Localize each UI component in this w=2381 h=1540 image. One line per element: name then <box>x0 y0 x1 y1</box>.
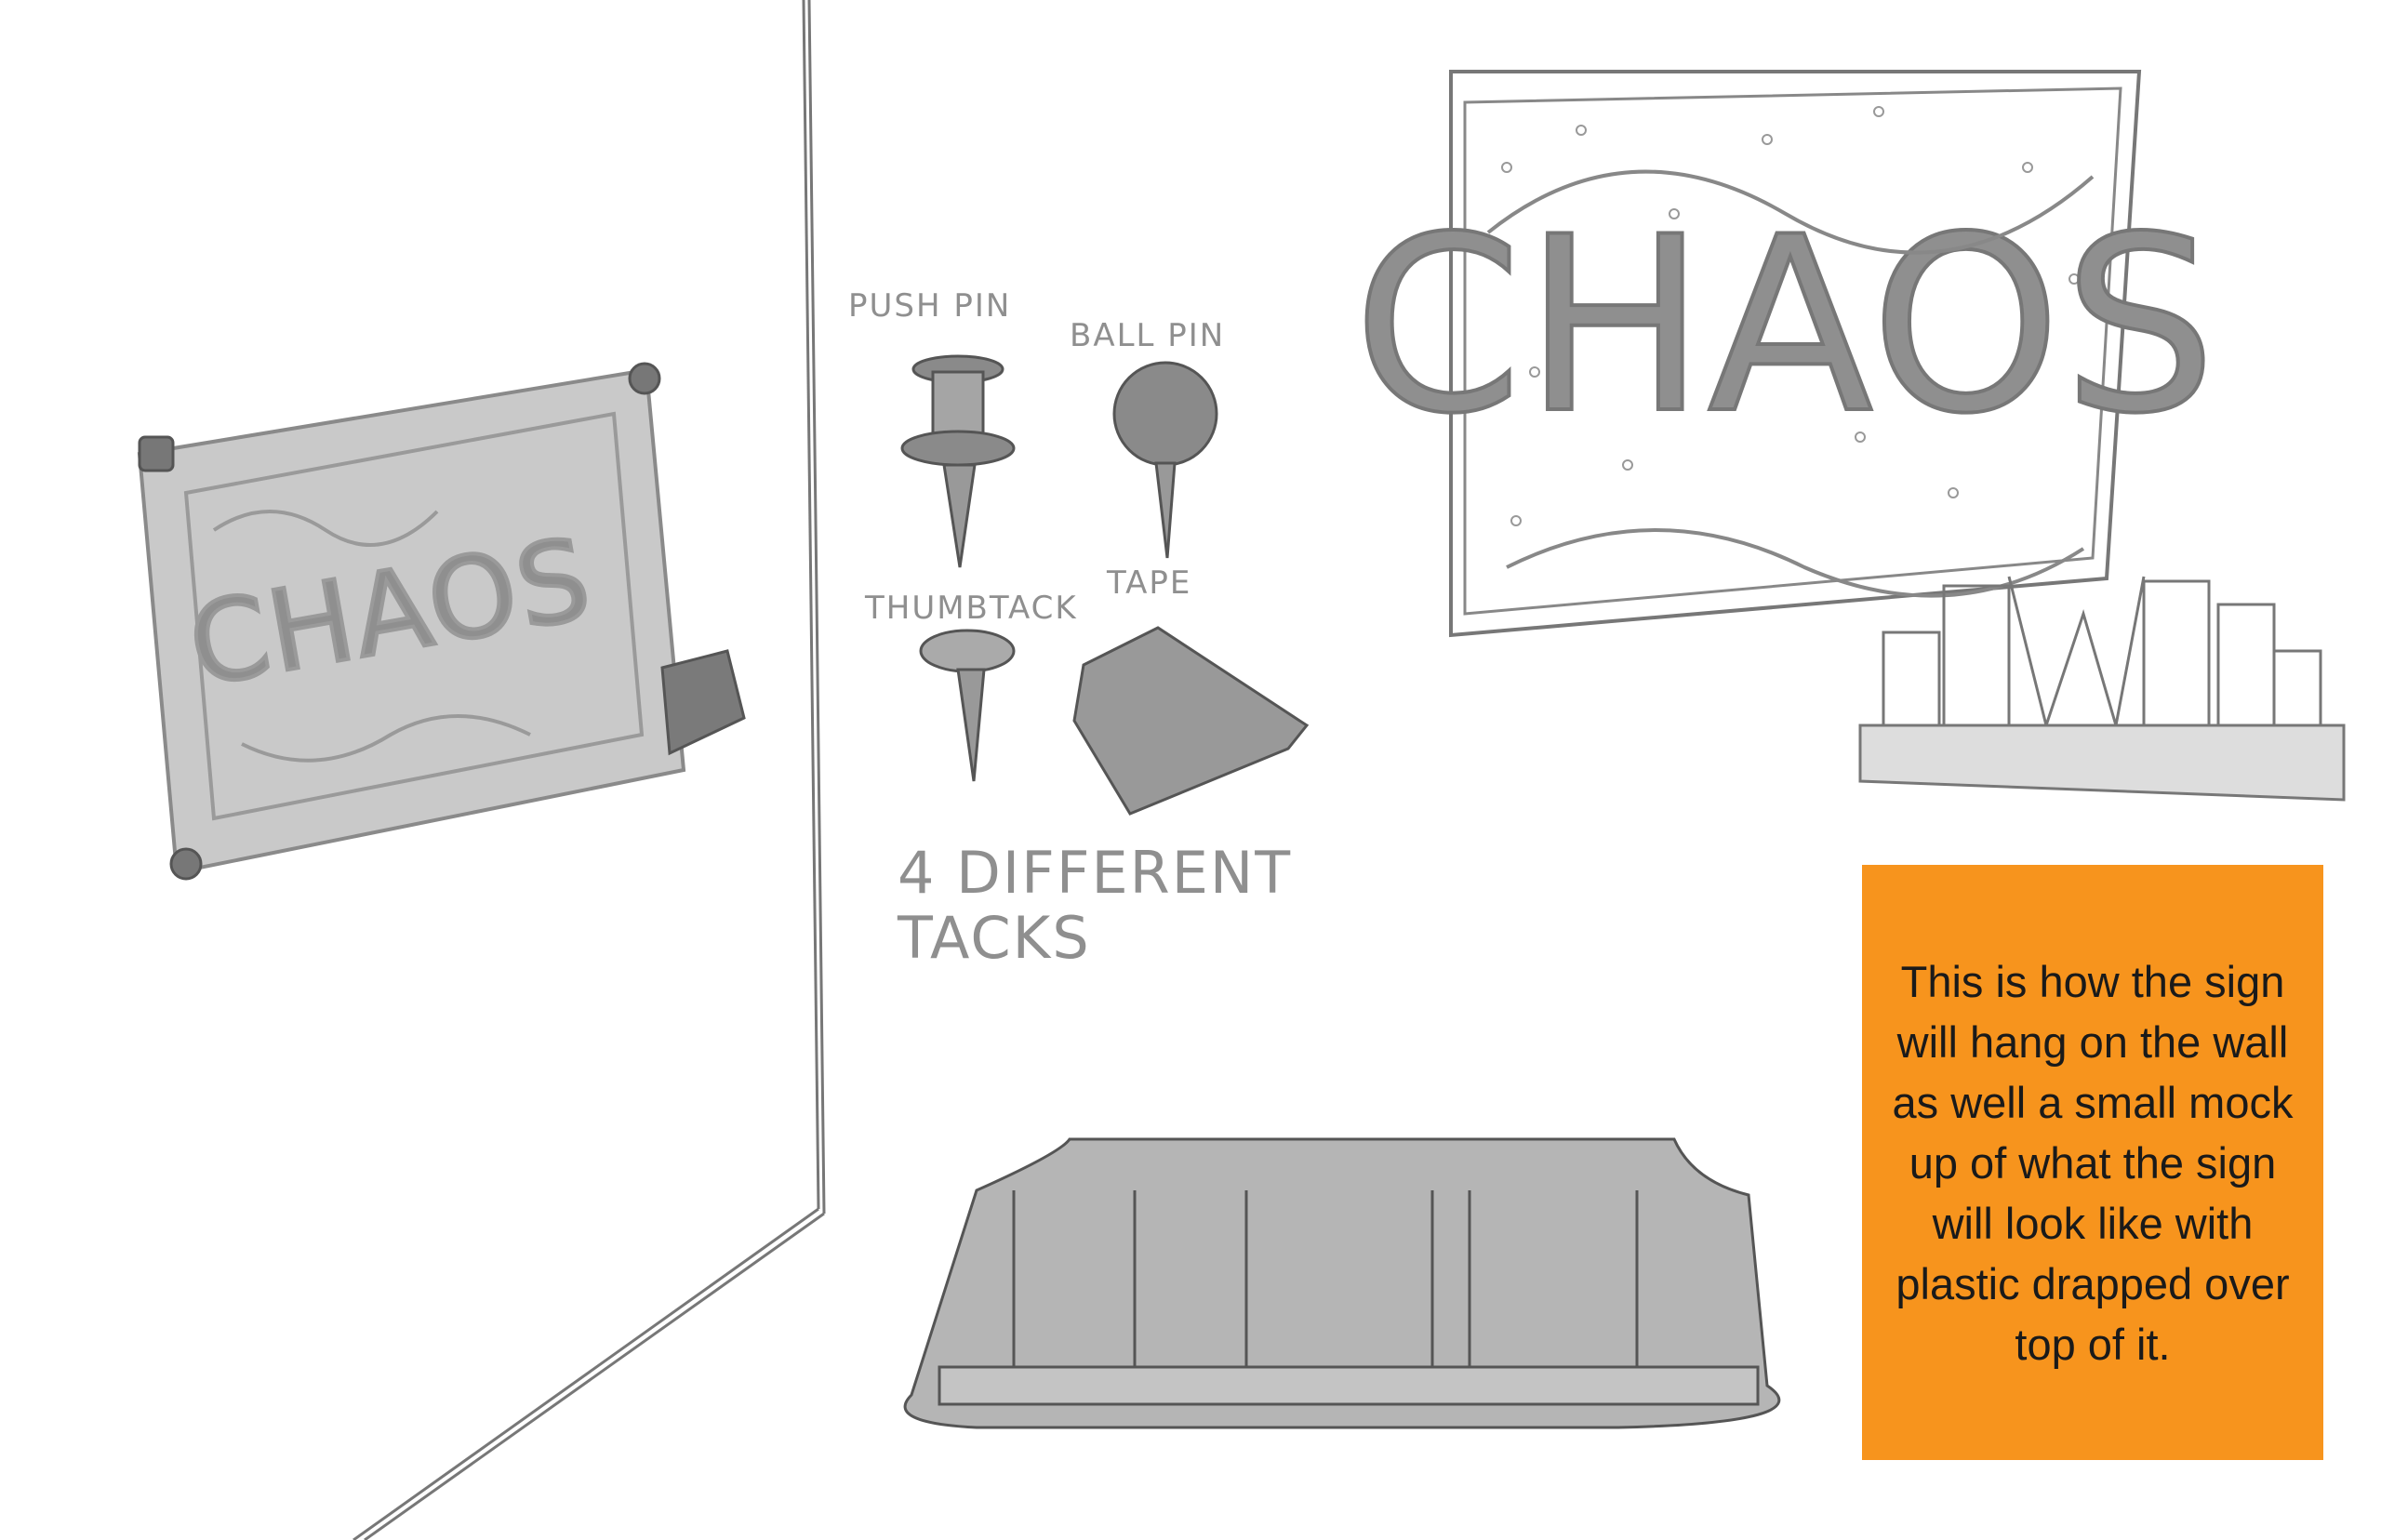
tape-drawing <box>1072 626 1310 816</box>
ball-pin-label: BALL PIN <box>1070 317 1225 354</box>
ball-pin-icon <box>628 362 661 395</box>
push-pin-label: PUSH PIN <box>848 287 1011 325</box>
wall-corner <box>352 0 826 1540</box>
push-pin-icon <box>138 435 175 472</box>
push-pin-drawing <box>900 354 1016 568</box>
framed-sign-sketch: CHAOS <box>1351 70 2218 638</box>
ball-pin-drawing <box>1112 361 1218 559</box>
thumbtack-icon <box>169 847 203 881</box>
draped-mockup-sketch <box>903 1137 1781 1429</box>
tacks-heading-line1: 4 DIFFERENT <box>898 839 1292 907</box>
tape-icon <box>660 649 746 756</box>
tacks-heading-line2: TACKS <box>897 904 1091 972</box>
tape-label: TAPE <box>1106 564 1191 602</box>
letters-model-sketch <box>1858 576 2346 802</box>
note-text: This is how the sign will hang on the wa… <box>1892 956 2294 1369</box>
wall-sign-sketch: CHAOS <box>137 362 746 881</box>
thumbtack-drawing <box>919 629 1016 782</box>
framed-sign-text: CHAOS <box>1353 186 2218 467</box>
explanation-note: This is how the sign will hang on the wa… <box>1862 865 2323 1460</box>
thumbtack-label: THUMBTACK <box>864 590 1078 627</box>
